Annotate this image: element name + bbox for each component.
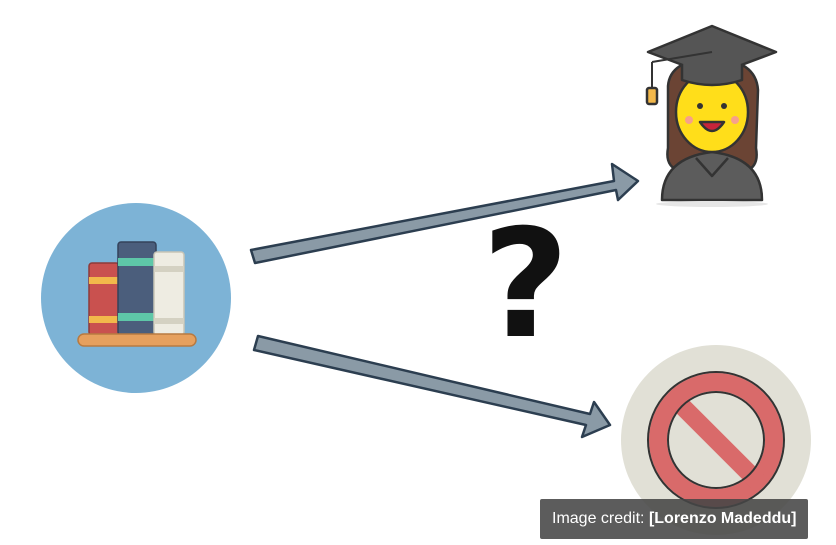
image-credit-author: [Lorenzo Madeddu] [648,510,797,527]
graduate-icon [645,24,778,207]
books-icon [41,203,231,393]
arrow-to-prohibited [252,334,612,439]
prohibited-icon [621,345,811,535]
image-credit-prefix: Image credit: [552,510,649,527]
question-mark: ? [482,198,570,372]
arrow-to-graduate [249,162,640,265]
image-credit: Image credit: [Lorenzo Madeddu] [540,499,809,539]
